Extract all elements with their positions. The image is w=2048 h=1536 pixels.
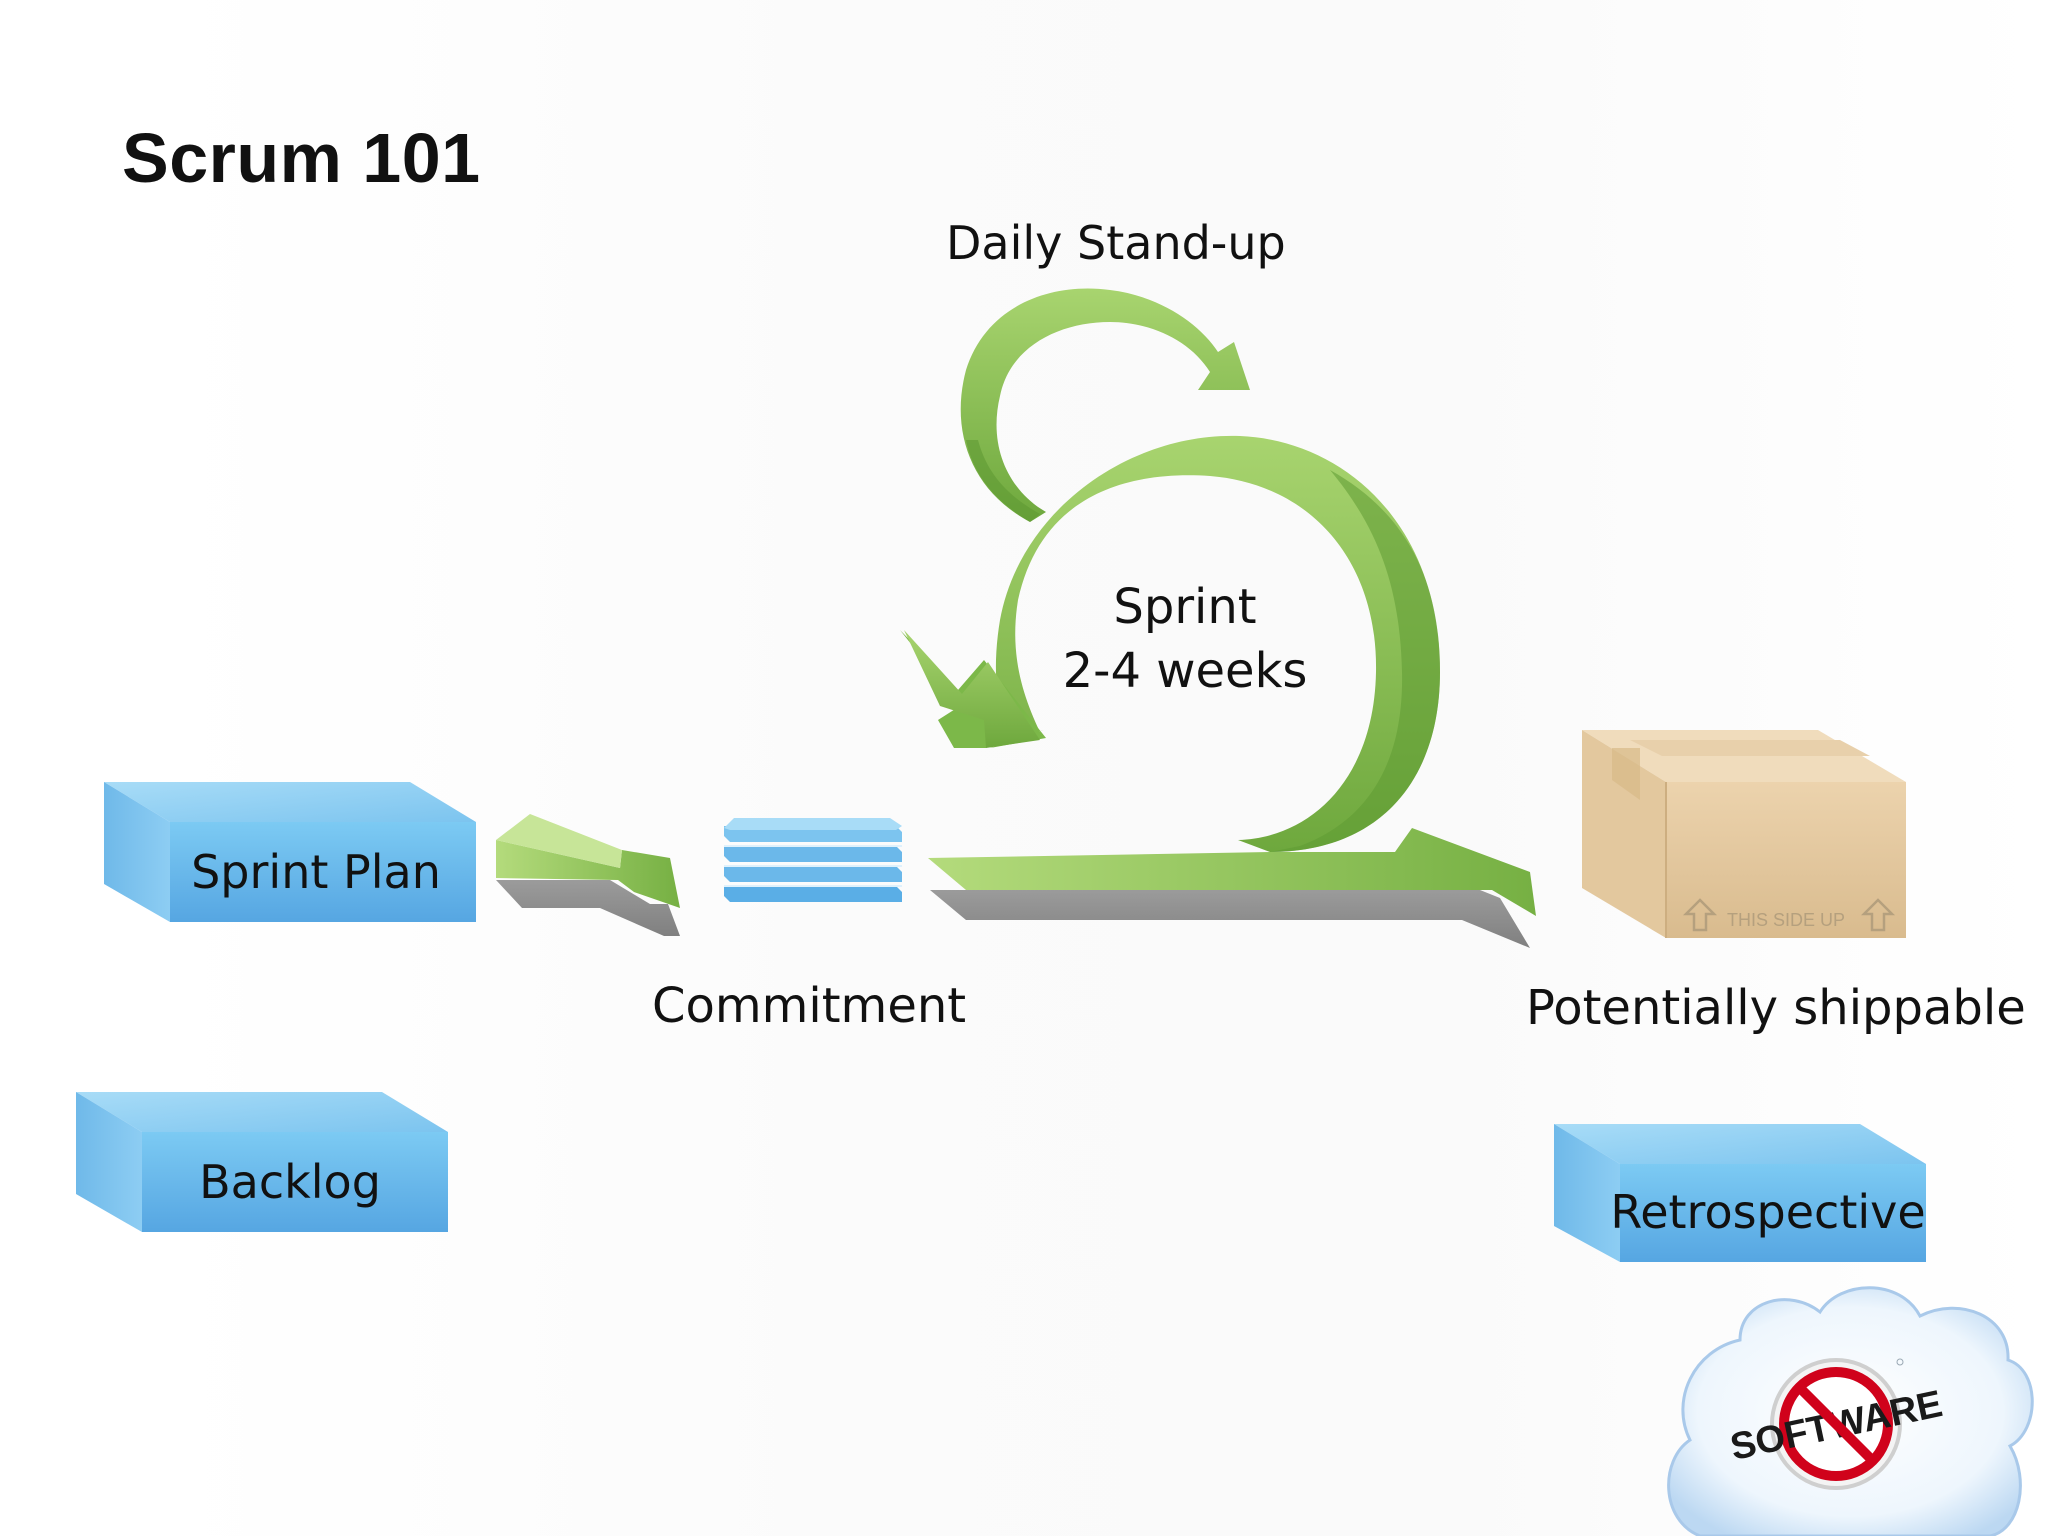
sprint-label: Sprint 2-4 weeks (1050, 575, 1320, 703)
daily-standup-arrow (960, 288, 1250, 522)
backlog-label: Backlog (199, 1155, 381, 1209)
no-software-logo: SOFTWARE (1667, 1286, 2034, 1536)
sprint-label-line2: 2-4 weeks (1062, 643, 1308, 699)
sprint-plan-box: Sprint Plan (104, 782, 476, 922)
shippable-label: Potentially shippable (1526, 980, 2026, 1036)
sprint-label-line1: Sprint (1113, 579, 1257, 635)
retrospective-box: Retrospective (1554, 1124, 1926, 1262)
sprint-plan-label: Sprint Plan (191, 845, 441, 899)
commitment-label: Commitment (652, 978, 967, 1034)
plan-to-commitment-arrow (496, 814, 680, 936)
slide-title: Scrum 101 (122, 119, 481, 197)
daily-standup-label: Daily Stand-up (946, 216, 1286, 270)
backlog-box: Backlog (76, 1092, 448, 1232)
package-stamp-text: THIS SIDE UP (1727, 910, 1845, 930)
commitment-stack-icon (724, 818, 902, 902)
retrospective-label: Retrospective (1610, 1185, 1925, 1239)
sprint-loop-arrow (900, 435, 1536, 948)
shippable-package-icon: THIS SIDE UP (1582, 730, 1906, 938)
